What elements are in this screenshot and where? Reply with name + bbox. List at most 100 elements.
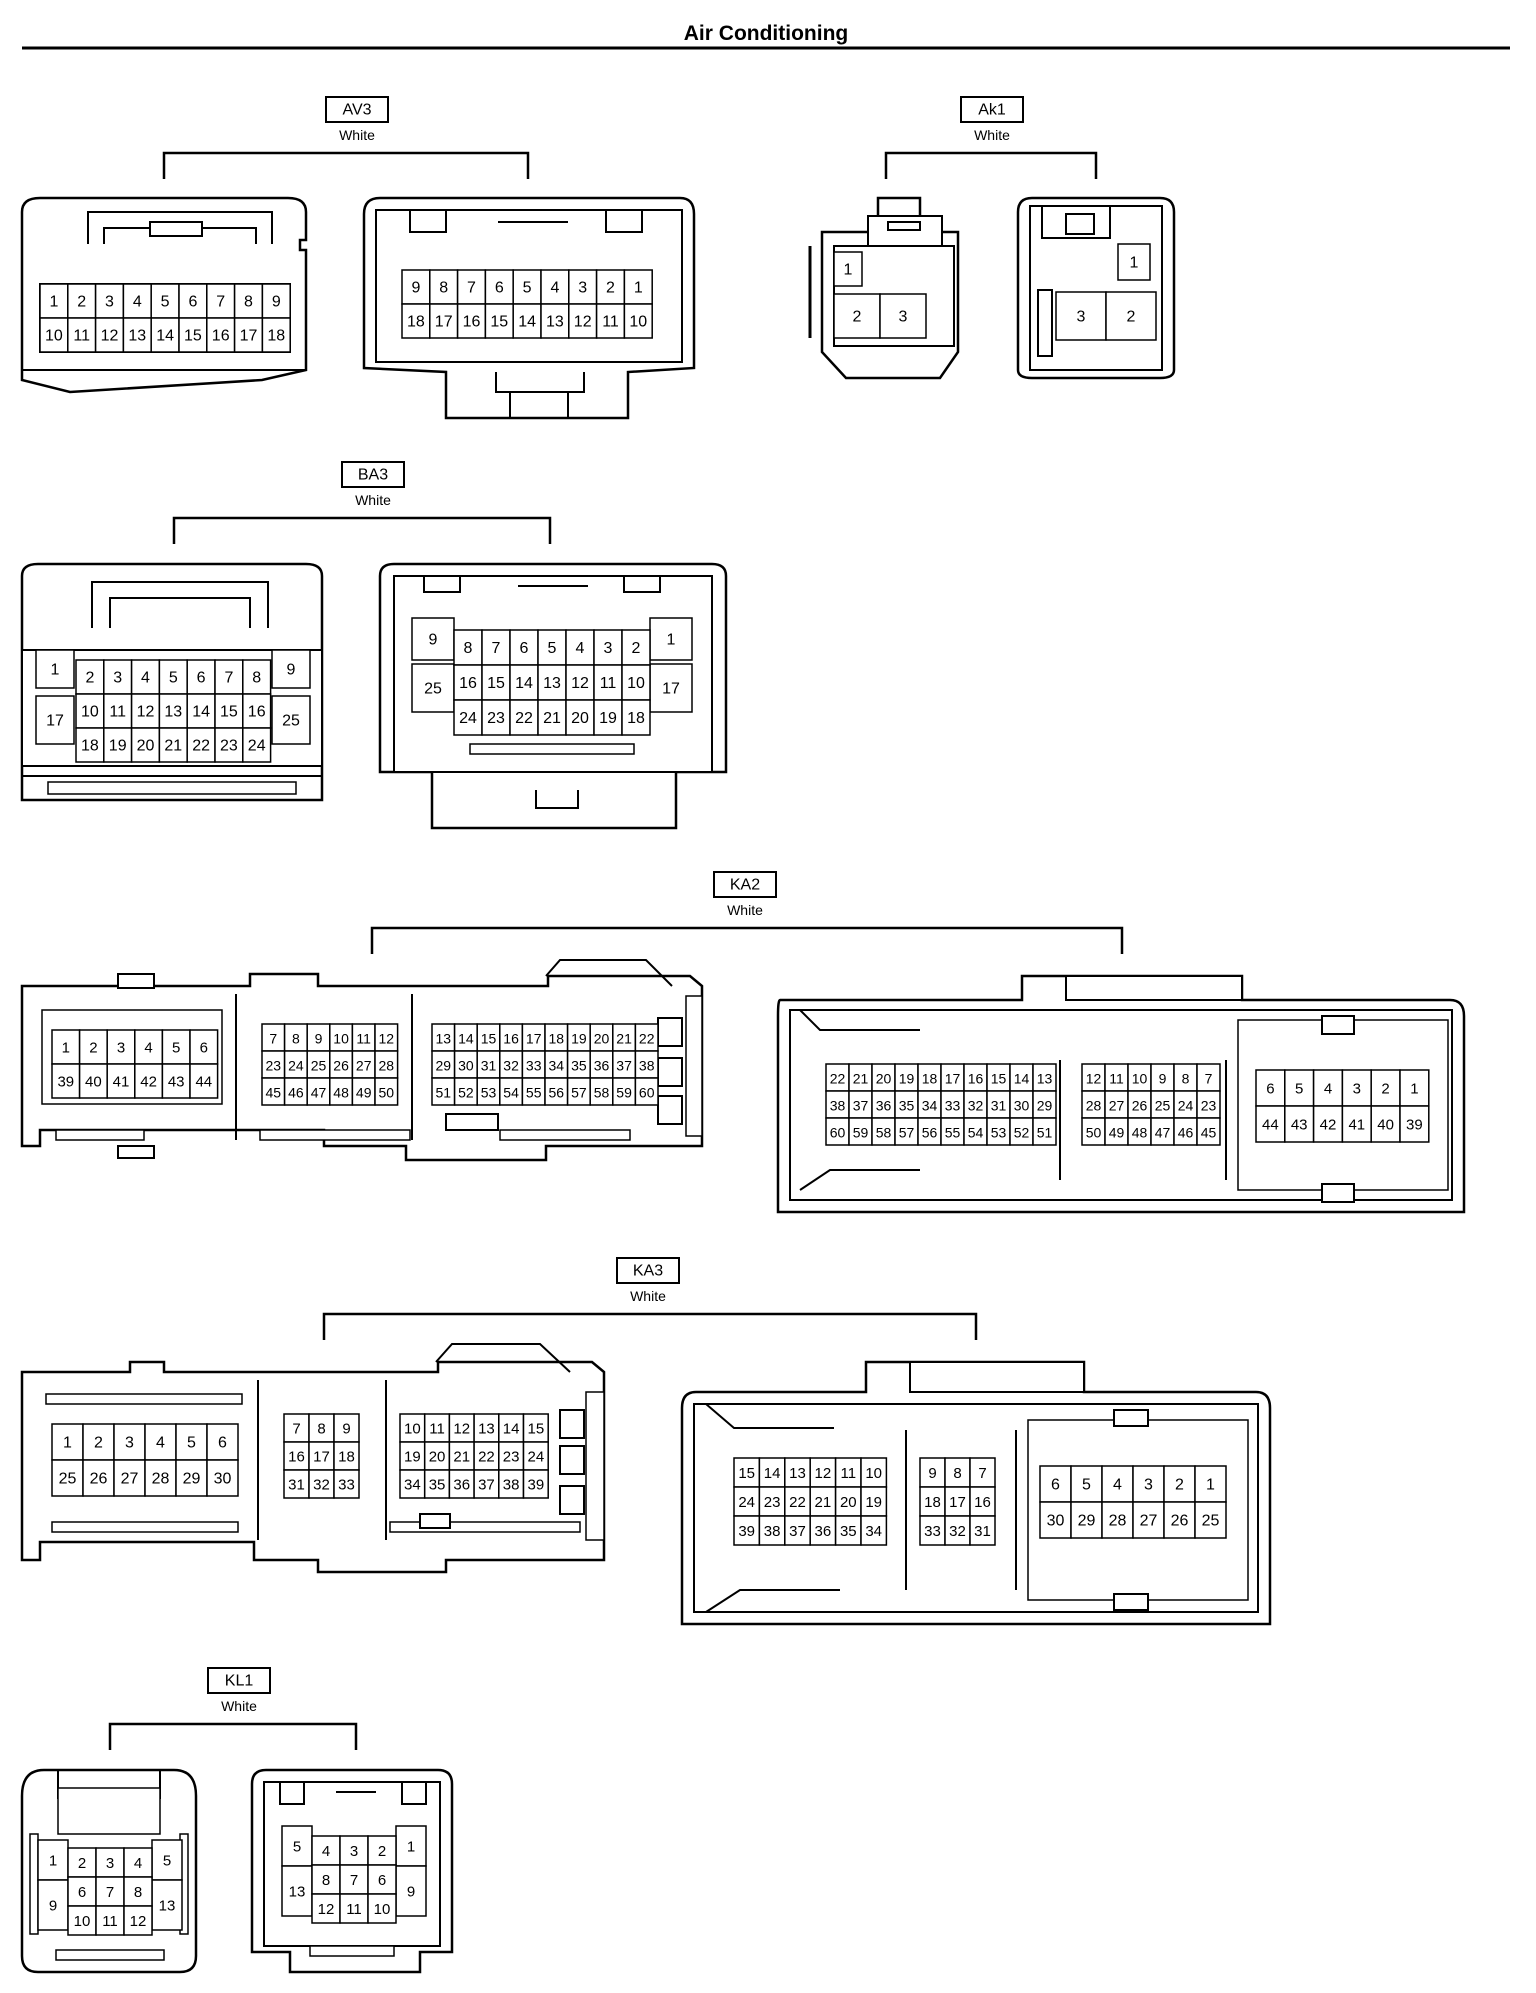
pin-number: 39 <box>528 1477 545 1494</box>
pin-number: 31 <box>481 1058 497 1074</box>
pin-cavity <box>944 1457 971 1488</box>
connector-id-label: KA3 <box>633 1263 663 1280</box>
pin-number: 36 <box>815 1523 832 1540</box>
pin-number: 11 <box>102 1913 118 1930</box>
pin-cavity <box>130 693 161 729</box>
pin-number: 1 <box>63 1435 72 1452</box>
pin-cavity <box>809 1486 837 1517</box>
ka3-b-housing <box>680 1360 1272 1626</box>
connector-bracket <box>108 1722 358 1750</box>
pin-number: 1 <box>1206 1477 1215 1494</box>
pin-number: 2 <box>78 1855 86 1872</box>
pin-cavity <box>113 1459 146 1497</box>
pin-cavity <box>733 1457 761 1488</box>
connector-bracket <box>884 151 1098 179</box>
pin-cavity <box>833 251 863 287</box>
pin-cavity <box>634 1077 659 1106</box>
ak1-b-side-rib <box>1037 289 1053 357</box>
ba3-b-window <box>423 575 461 593</box>
pin-number: 5 <box>169 670 178 687</box>
pin-number: 11 <box>1109 1071 1124 1087</box>
pin-cavity <box>78 1063 108 1099</box>
pin-number: 7 <box>216 294 225 311</box>
pin-number: 6 <box>200 1040 208 1057</box>
pin-number: 7 <box>350 1872 358 1889</box>
pin-number: 25 <box>1202 1513 1220 1530</box>
pin-cavity <box>261 317 291 353</box>
pin-number: 19 <box>599 710 617 727</box>
kl1-a-latch-box <box>57 1787 161 1835</box>
pin-cavity <box>161 1029 191 1065</box>
connector-bracket <box>370 926 1124 954</box>
pin-cavity <box>919 1457 946 1488</box>
ka3-a-lock-tab <box>419 1513 451 1529</box>
pin-number: 17 <box>945 1071 961 1087</box>
pin-number: 32 <box>968 1098 984 1114</box>
pin-number: 48 <box>1132 1125 1148 1141</box>
pin-number: 9 <box>49 1898 57 1915</box>
pin-number: 29 <box>1078 1513 1096 1530</box>
pin-cavity <box>453 629 483 666</box>
pin-number: 34 <box>865 1523 882 1540</box>
pin-number: 6 <box>1266 1081 1274 1098</box>
pin-cavity <box>1032 1117 1057 1146</box>
pin-cavity <box>484 303 514 339</box>
pin-cavity <box>453 699 483 736</box>
pin-number: 37 <box>789 1523 806 1540</box>
pin-cavity <box>399 1441 426 1471</box>
pin-number: 1 <box>634 280 643 297</box>
pin-number: 19 <box>571 1031 587 1047</box>
kl1-b-window <box>279 1781 305 1805</box>
pin-number: 11 <box>600 675 617 692</box>
pin-number: 28 <box>379 1058 395 1074</box>
connector-id-label: KL1 <box>225 1673 254 1690</box>
pin-cavity <box>621 629 651 666</box>
pin-cavity <box>1105 291 1157 341</box>
pin-cavity <box>122 283 152 319</box>
ka2-a-clip <box>657 1095 683 1125</box>
pin-number: 46 <box>1178 1125 1194 1141</box>
pin-number: 9 <box>272 294 281 311</box>
ka2-b-top-boss <box>1065 975 1243 1001</box>
ka2-a-latch <box>545 959 673 987</box>
pin-number: 10 <box>1132 1071 1148 1087</box>
pin-cavity <box>568 303 598 339</box>
ka2-a-rail <box>499 1129 631 1141</box>
ka2-a-clip <box>657 1057 683 1087</box>
pin-number: 3 <box>1144 1477 1153 1494</box>
pin-cavity <box>333 1413 360 1443</box>
pin-number: 30 <box>1014 1098 1030 1114</box>
pin-number: 2 <box>1175 1477 1184 1494</box>
pin-number: 1 <box>49 1853 57 1870</box>
pin-number: 3 <box>106 1855 114 1872</box>
ka2-b-tab <box>1321 1183 1355 1203</box>
pin-cavity <box>784 1457 811 1488</box>
pin-cavity <box>1312 1105 1344 1143</box>
kl1-a-base-rail <box>55 1949 165 1961</box>
pin-number: 12 <box>815 1465 832 1482</box>
pin-number: 20 <box>137 738 155 755</box>
pin-number: 21 <box>543 710 561 727</box>
pin-number: 7 <box>269 1031 277 1047</box>
pin-number: 17 <box>46 713 64 730</box>
pin-cavity <box>175 1423 208 1461</box>
pin-cavity <box>593 699 623 736</box>
pin-number: 19 <box>865 1494 882 1511</box>
pin-number: 17 <box>526 1031 542 1047</box>
pin-number: 37 <box>853 1098 869 1114</box>
pin-number: 3 <box>125 1435 134 1452</box>
pin-cavity <box>311 1893 341 1924</box>
pin-cavity <box>481 629 511 666</box>
ba3-a-base-rail <box>47 781 297 795</box>
pin-number: 43 <box>1291 1117 1308 1134</box>
pin-number: 49 <box>1109 1125 1125 1141</box>
pin-cavity <box>333 1469 360 1499</box>
page-title: Air Conditioning <box>684 22 848 45</box>
pin-number: 38 <box>830 1098 846 1114</box>
pin-number: 15 <box>490 314 508 331</box>
pin-number: 7 <box>492 640 501 657</box>
pin-number: 17 <box>435 314 453 331</box>
pin-number: 8 <box>322 1872 330 1889</box>
pin-cavity <box>1163 1465 1196 1503</box>
